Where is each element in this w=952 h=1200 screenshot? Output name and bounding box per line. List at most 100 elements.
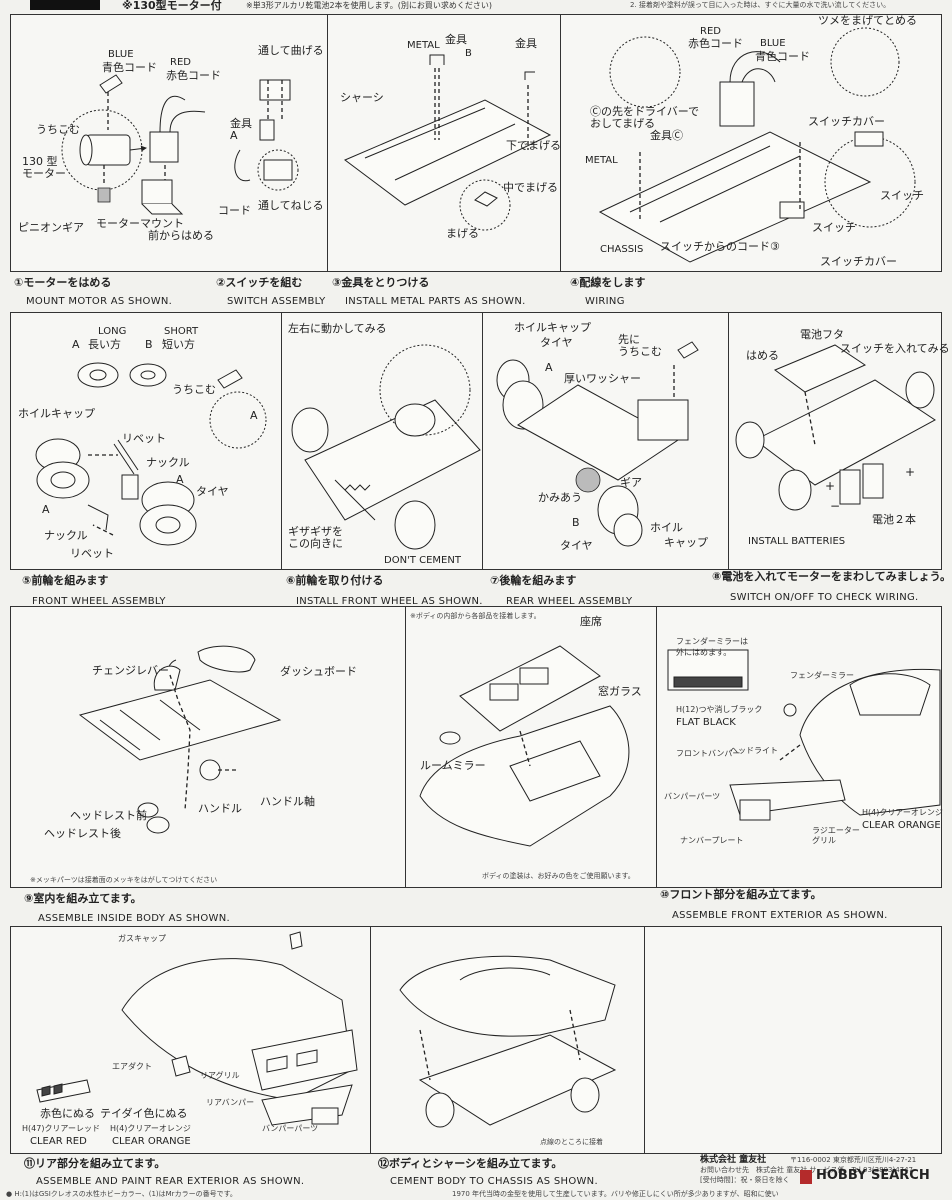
header-right-note: 2. 接着剤や塗料が誤って目に入った時は、すぐに大量の水で洗い流してください。 xyxy=(630,1,891,9)
tire-label: タイヤ xyxy=(196,485,229,498)
header-tab xyxy=(30,0,100,10)
divider xyxy=(327,14,328,272)
interior-illustration xyxy=(20,630,400,860)
room-mirror-label: ルームミラー xyxy=(420,759,486,772)
switch2-label: スイッチ xyxy=(812,221,856,234)
number-plate-label: ナンバープレート xyxy=(680,836,744,845)
uchikomu-label: うちこむ xyxy=(36,123,80,136)
saki-label: 先に うちこむ xyxy=(618,333,662,358)
code-label: コード xyxy=(218,204,251,217)
step2-english: SWITCH ASSEMBLY xyxy=(227,296,326,307)
step9-title: ⑨室内を組み立てます。 xyxy=(24,892,142,905)
header-title: ※130型モーター付 xyxy=(122,0,222,12)
mount-front-label: 前からはめる xyxy=(148,229,214,242)
switch-illustration xyxy=(220,50,325,220)
rivet-label: リベット xyxy=(122,432,166,445)
metal-note: ※メッキパーツは接着面のメッキをはがしてつけてください xyxy=(30,876,218,884)
rear-clear-orange-label: CLEAR ORANGE xyxy=(112,1136,191,1147)
bottom-note: 1970 年代当時の金型を使用して生産しています。バリや修正しにくい所が多少あり… xyxy=(452,1190,779,1198)
fender-note2-label: 外にはめます。 xyxy=(676,648,732,657)
wheel-label: ホイル xyxy=(650,521,683,534)
step11-english: ASSEMBLE AND PAINT REAR EXTERIOR AS SHOW… xyxy=(36,1176,305,1187)
flat-black-label: FLAT BLACK xyxy=(676,717,736,728)
body-interior-illustration xyxy=(410,626,655,856)
switch-label: スイッチ xyxy=(880,189,924,202)
front-wheel-illustration xyxy=(18,330,278,560)
a-label: A xyxy=(72,338,80,351)
a3-label: A xyxy=(176,473,184,486)
handle-label: ハンドル xyxy=(198,802,242,815)
headlight-label: ヘッドライト xyxy=(730,746,778,755)
wiring-illustration xyxy=(570,22,940,262)
chassis-metal-illustration xyxy=(335,40,555,250)
switch-on-label: スイッチを入れてみる xyxy=(840,342,950,355)
kanagu-a-label: 金具 A xyxy=(230,117,252,142)
paint-number-note: ● H:(1)はGSIクレオスの水性ホビーカラー、(1)はMrカラーの番号です。 xyxy=(6,1190,237,1198)
divider xyxy=(728,312,729,570)
gizagiza-label: ギザギザを この向きに xyxy=(288,525,343,550)
switch-cover2-label: スイッチカバー xyxy=(820,255,897,268)
kanagu2-label: 金具 xyxy=(515,37,537,50)
gascap-label: ガスキャップ xyxy=(118,934,166,943)
step3-title: ③金具をとりつける xyxy=(332,276,430,289)
switch-cover-label: スイッチカバー xyxy=(808,115,885,128)
headrest-rear-label: ヘッドレスト後 xyxy=(44,827,121,840)
step11-title: ⑪リア部分を組み立てます。 xyxy=(24,1157,166,1170)
red-jp-label: 赤色コード xyxy=(166,69,221,82)
radiator-grill-label: ラジエーター グリル xyxy=(812,826,860,845)
cement-note: 点線のところに接着 xyxy=(540,1138,603,1146)
step12-title: ⑫ボディとシャーシを組み立てます。 xyxy=(378,1157,563,1170)
fender-mirror-label: フェンダーミラー xyxy=(790,671,854,680)
tail-paint-label: テイダイ色にぬる xyxy=(100,1107,188,1120)
bumper-parts-label: バンパーパーツ xyxy=(664,792,721,801)
rear-bumper-label: リアバンパー xyxy=(206,1098,255,1107)
bumper-parts-rear-label: バンパーパーツ xyxy=(262,1124,319,1133)
rear-clear-orange-code-label: H(4)クリアーオレンジ xyxy=(110,1124,191,1133)
wheelcap-label: ホイルキャップ xyxy=(18,407,95,420)
code3-label: スイッチからのコード③ xyxy=(660,240,780,253)
step7-english: REAR WHEEL ASSEMBLY xyxy=(506,596,633,607)
cap-label: キャップ xyxy=(664,536,708,549)
hameru-label: はめる xyxy=(746,349,779,362)
wiring-red-jp-label: 赤色コード xyxy=(688,37,743,50)
svg-text:−: − xyxy=(830,499,840,513)
front-exterior-illustration xyxy=(660,615,940,865)
knuckle2-label: ナックル xyxy=(44,529,88,542)
paint-note: ボディの塗装は、お好みの色をご使用願います。 xyxy=(482,872,635,880)
rear-a-label: A xyxy=(545,361,553,374)
red-label: RED xyxy=(170,57,191,68)
wiring-red-label: RED xyxy=(700,26,721,37)
air-duct-label: エアダクト xyxy=(112,1062,152,1071)
install-batteries-label: INSTALL BATTERIES xyxy=(748,536,846,547)
body-chassis-illustration xyxy=(380,940,640,1145)
wiring-blue-label: BLUE xyxy=(760,38,786,49)
bend-label: 通して曲げる xyxy=(258,44,324,57)
battery-illustration: + + − xyxy=(735,330,940,513)
rear-tire-label: タイヤ xyxy=(540,336,573,349)
tsume-label: ツメをまげてとめる xyxy=(818,14,917,27)
step5-title: ⑤前輪を組みます xyxy=(22,574,109,587)
rear-wheel-illustration xyxy=(488,330,726,560)
step12-english: CEMENT BODY TO CHASSIS AS SHOWN. xyxy=(390,1176,598,1187)
clear-orange-label: CLEAR ORANGE xyxy=(862,820,941,831)
step1-title: ①モーターをはめる xyxy=(14,276,112,289)
c-note-label: Ⓒの先をドライバーで おしてまげる xyxy=(590,105,700,130)
blue-jp-label: 青色コード xyxy=(102,61,157,74)
change-lever-label: チェンジレバー xyxy=(92,664,169,677)
move-label: 左右に動かしてみる xyxy=(288,322,387,335)
down-bend-label: 下でまげる xyxy=(506,139,561,152)
short-label: SHORT xyxy=(164,326,199,337)
washer-label: 厚いワッシャー xyxy=(564,372,641,385)
kamiau-label: かみあう xyxy=(538,491,582,504)
bend-label: まげる xyxy=(446,227,479,240)
long-jp-label: 長い方 xyxy=(88,338,121,351)
short-jp-label: 短い方 xyxy=(162,338,195,351)
paint-red-label: 赤色にぬる xyxy=(40,1107,95,1120)
step1-english: MOUNT MOTOR AS SHOWN. xyxy=(26,296,173,307)
handle-axis-label: ハンドル軸 xyxy=(260,795,315,808)
kanagu-label: 金具 xyxy=(445,33,467,46)
rear-exterior-illustration xyxy=(22,940,367,1140)
divider xyxy=(644,926,645,1154)
front-bumper-label: フロントバンパー xyxy=(676,749,741,758)
front-wheel-install-illustration xyxy=(285,330,480,560)
